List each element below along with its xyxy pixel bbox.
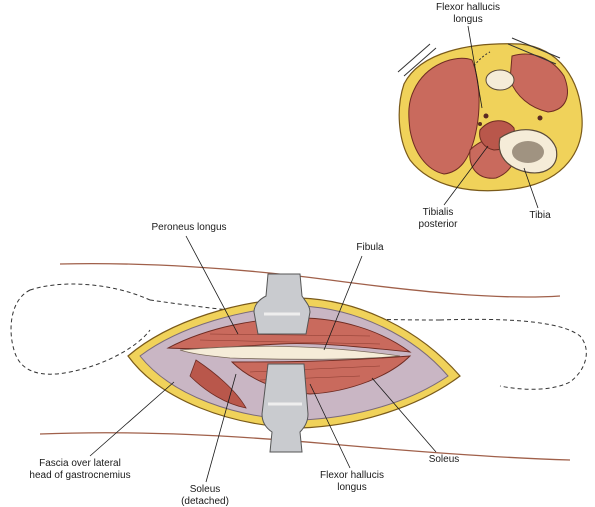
wound-fibula	[179, 345, 401, 360]
label-fascia-line2: head of gastrocnemius	[29, 470, 130, 481]
leader-inset-flexor-hallucis	[467, 25, 483, 109]
label-tibia: Tibia	[529, 210, 551, 221]
label-fibula: Fibula	[356, 242, 384, 253]
wound-soleus-detached	[189, 359, 247, 409]
leader-tibialis-posterior	[443, 145, 489, 206]
upper-retractor-blade	[253, 273, 311, 335]
foot-outline-dashed	[10, 283, 151, 375]
leg-outline	[10, 262, 587, 461]
leg-upper-skin-line	[59, 262, 561, 298]
cross-section-lateral-muscle	[408, 57, 480, 175]
cross-section-approach-arrow	[473, 51, 491, 67]
upper-retractor	[253, 273, 311, 335]
wound-muscle-striations	[199, 333, 381, 381]
cross-section-anterior-muscle	[509, 53, 568, 113]
label-inset-flexor-hallucis-line2: longus	[453, 14, 482, 25]
cross-section-fibula	[485, 69, 515, 91]
cross-section-vessel	[537, 115, 543, 121]
cross-section-vessel	[478, 122, 482, 126]
surgical-wound	[127, 297, 461, 429]
knee-outline-dashed	[439, 318, 587, 390]
leader-fibula	[323, 255, 363, 351]
cross-section-vessel	[483, 113, 489, 119]
lower-retractor-blade	[261, 363, 309, 453]
label-soleus: Soleus	[429, 454, 460, 465]
cross-section-incision	[397, 43, 437, 77]
label-inset-flexor-hallucis-line1: Flexor hallucis	[436, 2, 500, 13]
label-flexor-hallucis-line1: Flexor hallucis	[320, 470, 384, 481]
leader-soleus	[371, 377, 437, 453]
cross-section-inset	[397, 37, 583, 192]
leader-tibia	[523, 167, 539, 209]
label-fascia-line1: Fascia over lateral	[39, 458, 121, 469]
leader-peroneus-longus	[185, 235, 239, 335]
label-tibialis-posterior-line2: posterior	[419, 219, 459, 230]
leg-lower-skin-line	[39, 432, 571, 461]
label-flexor-hallucis-line2: longus	[337, 482, 366, 493]
cross-section-incision	[507, 37, 561, 65]
leader-flexor-hallucis	[309, 383, 351, 469]
leader-fascia	[89, 381, 175, 457]
label-peroneus-longus: Peroneus longus	[151, 222, 226, 233]
lower-retractor	[261, 363, 309, 453]
label-soleus-detached-line1: Soleus	[190, 484, 221, 495]
cross-section-tibia-marrow	[512, 141, 544, 163]
label-soleus-detached-line2: (detached)	[181, 496, 229, 507]
leader-soleus-detached	[205, 373, 237, 483]
label-tibialis-posterior-line1: Tibialis	[423, 207, 454, 218]
